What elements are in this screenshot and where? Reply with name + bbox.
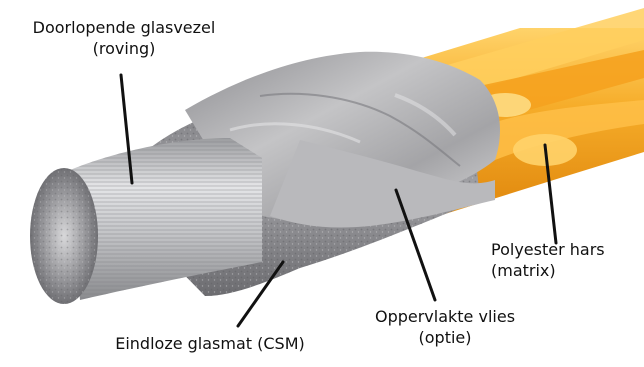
label-csm: Eindloze glasmat (CSM) [110, 333, 310, 354]
label-resin-line1: Polyester hars [491, 239, 631, 260]
label-veil-line2: (optie) [360, 327, 530, 348]
label-roving: Doorlopende glasvezel (roving) [26, 17, 222, 59]
label-resin-line2: (matrix) [491, 260, 631, 281]
label-veil: Oppervlakte vlies (optie) [360, 306, 530, 348]
label-csm-line1: Eindloze glasmat (CSM) [110, 333, 310, 354]
label-veil-line1: Oppervlakte vlies [360, 306, 530, 327]
label-roving-line1: Doorlopende glasvezel [26, 17, 222, 38]
label-roving-line2: (roving) [26, 38, 222, 59]
label-resin: Polyester hars (matrix) [491, 239, 631, 281]
